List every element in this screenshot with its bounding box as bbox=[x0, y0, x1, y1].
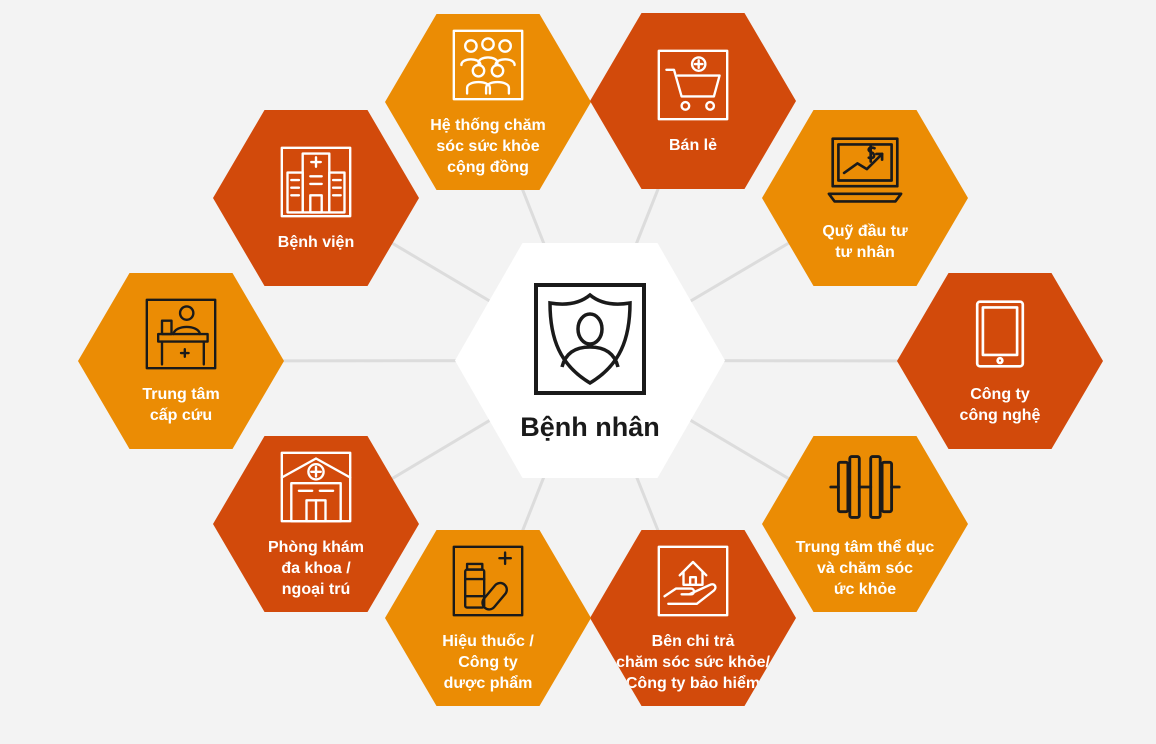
clinic-building-icon bbox=[280, 451, 352, 522]
label-payer-insurance: Bên chi trả chăm sóc sức khỏe/ Công ty b… bbox=[616, 632, 770, 692]
people-group-icon bbox=[452, 29, 524, 100]
label-private-equity: Quỹ đầu tư tư nhân bbox=[822, 223, 908, 261]
label-hospital: Bệnh viện bbox=[277, 233, 355, 251]
hospital-building-icon bbox=[280, 146, 352, 217]
label-fitness-center: Trung tâm thể dục và chăm sóc ức khỏe bbox=[795, 538, 935, 598]
patient-shield-icon bbox=[534, 282, 646, 395]
medicine-icon bbox=[452, 545, 524, 616]
hex-emergency: Trung tâm cấp cứu bbox=[78, 273, 284, 449]
shopping-cart-icon bbox=[657, 49, 729, 120]
label-pharmacy: Hiệu thuốc / Công ty dược phẩm bbox=[442, 632, 534, 692]
label-retail: Bán lẻ bbox=[668, 136, 717, 154]
investment-chart-icon bbox=[827, 137, 903, 203]
dumbbell-icon bbox=[829, 454, 901, 519]
house-hand-icon bbox=[657, 545, 729, 616]
tablet-icon bbox=[975, 300, 1025, 368]
reception-desk-icon bbox=[145, 298, 217, 370]
center-label: Bệnh nhân bbox=[520, 411, 660, 442]
label-emergency: Trung tâm cấp cứu bbox=[142, 386, 220, 424]
label-community-care: Hệ thống chăm sóc sức khỏe cộng đồng bbox=[430, 116, 546, 176]
label-clinic: Phòng khám đa khoa / ngoại trú bbox=[267, 538, 364, 598]
label-tech-company: Công ty công nghệ bbox=[959, 386, 1041, 424]
